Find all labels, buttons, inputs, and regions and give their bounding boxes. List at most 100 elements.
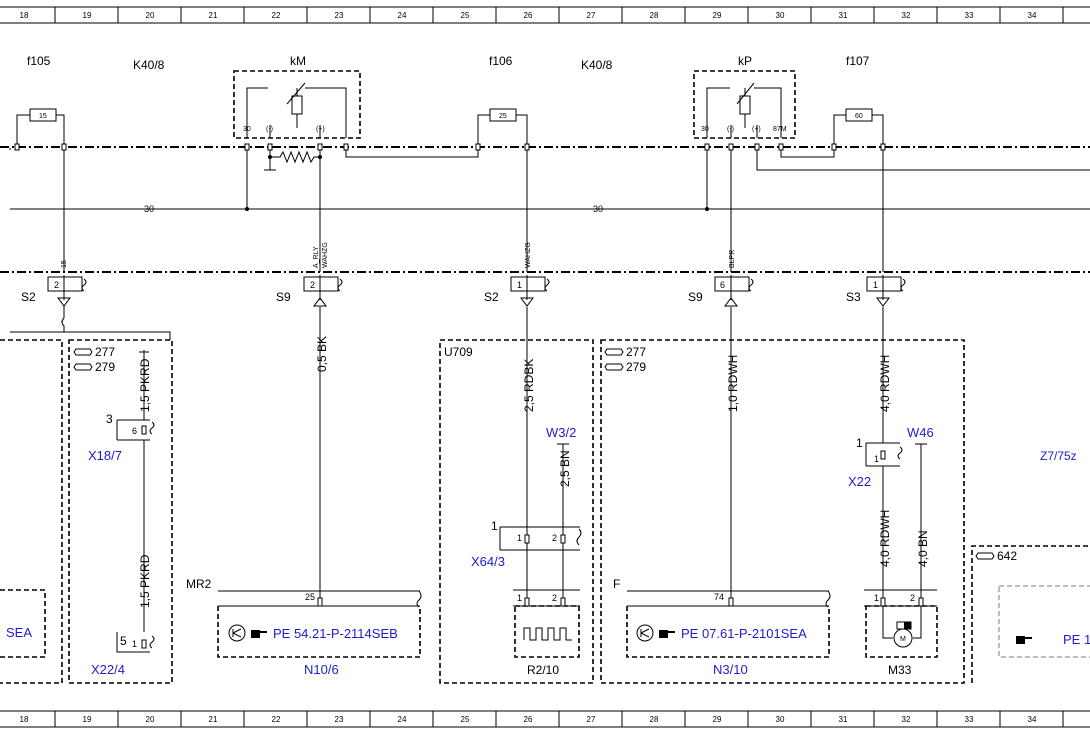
x18-x22-wiring	[116, 350, 155, 653]
camera-ref-icon	[73, 363, 93, 371]
ruler-cell-24: 24	[398, 715, 407, 724]
relay-km-pin-30: 30	[243, 126, 251, 133]
bus-label-left: 30	[144, 204, 154, 214]
ecu-transistor-icon	[636, 624, 654, 642]
x64-3-connector	[499, 526, 582, 551]
ruler-cell-32: 32	[902, 11, 911, 20]
box-u709	[439, 339, 594, 684]
pointing-hand-icon	[1016, 636, 1032, 644]
x18-7-inner-pin: 6	[132, 426, 137, 436]
m33-label: M33	[888, 663, 912, 677]
ruler-cell-31: 31	[839, 715, 848, 724]
wire-1-5-pkrd-upper: 1,5 PKRD	[138, 358, 152, 412]
ruler-cell-28: 28	[650, 715, 659, 724]
left-pe-ref: SEA	[6, 625, 32, 640]
wire-4-0-rdwh-lower: 4,0 RDWH	[878, 510, 892, 567]
relay-kp-pin-87m: 87M	[773, 126, 787, 133]
ruler-cell-23: 23	[335, 715, 344, 724]
box-left-edge	[0, 339, 63, 684]
ruler-cell-29: 29	[713, 715, 722, 724]
n10-6-pin-25: 25	[305, 592, 315, 602]
w46-label: W46	[907, 425, 934, 440]
connector-s9-left: 2	[303, 275, 343, 307]
relay-kp: 30 (-) (+) 87M	[693, 70, 796, 139]
ref-group-right: 277 279	[604, 345, 646, 374]
wire-tag-blpr: BLPR	[729, 250, 736, 268]
relay-km: 30 (-) (+)	[233, 70, 361, 139]
f-label: F	[613, 577, 620, 591]
wire-tag-a-rly: A_RLY	[313, 246, 320, 268]
terminal-dots	[14, 143, 886, 151]
camera-ref-icon	[73, 348, 93, 356]
wire-4-0-bn: 4,0 BN	[916, 530, 930, 567]
ruler-cell-32: 32	[902, 715, 911, 724]
wire-2-5-rdbk: 2,5 RDBK	[522, 359, 536, 412]
heater-element-icon	[523, 627, 572, 641]
ruler-cell-30: 30	[776, 11, 785, 20]
w3-2-label: W3/2	[546, 425, 576, 440]
connector-s3-label: S3	[846, 290, 861, 304]
ruler-cell-19: 19	[83, 715, 92, 724]
wire-tag-15: 15	[61, 260, 68, 268]
ruler-cell-21: 21	[209, 715, 218, 724]
wire-tag-wahzg-1: WAHZG	[322, 242, 329, 268]
r2-10-pin-2: 2	[552, 593, 557, 603]
ruler-cell-18: 18	[20, 715, 29, 724]
fuse-f106-label: f106	[489, 54, 513, 68]
fuse-f107-rating: 60	[855, 113, 863, 120]
splice-line	[10, 317, 171, 340]
ruler-cell-33: 33	[965, 11, 974, 20]
ruler-cell-26: 26	[524, 11, 533, 20]
relay-kp-label: kP	[738, 54, 752, 68]
r2-10-pin-1: 1	[517, 593, 522, 603]
connector-s9-left-label: S9	[276, 290, 291, 304]
relay-km-label: kM	[290, 54, 306, 68]
n3-10-pe-ref[interactable]: PE 07.61-P-2101SEA	[681, 626, 807, 641]
fuse-f107-label: f107	[846, 54, 870, 68]
n10-6-pe-ref[interactable]: PE 54.21-P-2114SEB	[273, 626, 398, 641]
connector-s9-right-label: S9	[688, 290, 703, 304]
ruler-cell-33: 33	[965, 715, 974, 724]
relay-kp-pin-plus: (+)	[752, 126, 761, 133]
x64-3-pin-1: 1	[517, 533, 522, 543]
right-pe-ref[interactable]: PE 15.	[1063, 632, 1090, 647]
r2-10-heater	[513, 589, 580, 658]
w3-2-ground	[557, 443, 569, 600]
ruler-cell-23: 23	[335, 11, 344, 20]
bus-label-right: 30	[593, 204, 603, 214]
box-right-edge	[971, 545, 1090, 683]
ref-277-right: 277	[626, 345, 646, 359]
ruler-cell-30: 30	[776, 715, 785, 724]
ruler-cell-25: 25	[461, 715, 470, 724]
connector-s2-left: 2	[47, 275, 87, 318]
ruler-cell-34: 34	[1028, 715, 1037, 724]
relay-kp-pin-30: 30	[701, 126, 709, 133]
ruler-cell-31: 31	[839, 11, 848, 20]
pointing-hand-icon	[659, 630, 675, 638]
u709-label: U709	[444, 345, 473, 359]
wire-1-0-rdwh: 1,0 RDWH	[726, 355, 740, 412]
ruler-cell-19: 19	[83, 11, 92, 20]
ruler-cell-27: 27	[587, 715, 596, 724]
camera-ref-icon	[604, 363, 624, 371]
svg-text:M: M	[900, 636, 906, 643]
ruler-cell-24: 24	[398, 11, 407, 20]
camera-ref-icon	[975, 552, 995, 560]
ref-279-left: 279	[95, 360, 115, 374]
connector-s3: 1	[866, 275, 906, 307]
connector-s3-pin: 1	[873, 280, 878, 290]
connector-s2-left-label: S2	[21, 290, 36, 304]
fuse-f105-label: f105	[27, 54, 51, 68]
ruler-cell-26: 26	[524, 715, 533, 724]
ref-277-left: 277	[95, 345, 115, 359]
right-pe-box	[998, 585, 1090, 658]
connector-s2-left-pin: 2	[54, 280, 59, 290]
box-x18-x22	[68, 339, 173, 684]
m33-motor: M	[864, 589, 938, 658]
ref-group-642: 642	[975, 549, 1017, 563]
ruler-cell-25: 25	[461, 11, 470, 20]
internal-wiring	[10, 150, 1090, 272]
n3-10-box	[626, 590, 831, 658]
x22-label: X22	[848, 474, 871, 489]
